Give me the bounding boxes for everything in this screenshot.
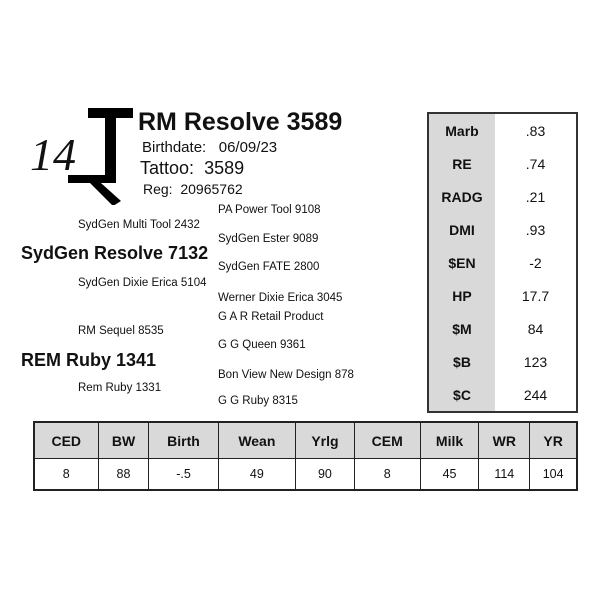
pedigree-sire: SydGen Resolve 7132 [21,243,209,263]
index-value: 123 [523,353,548,370]
index-value: 244 [523,386,548,403]
lot-number: 14 [30,129,76,180]
index-label: Marb [428,113,495,147]
tattoo-value: 3589 [204,158,245,178]
pedigree-ssd: SydGen Ester 9089 [218,233,319,245]
epd-value: 114 [478,458,531,491]
epd-header: Wean [217,421,297,459]
brand-icon [68,108,133,205]
pedigree-dam: REM Ruby 1341 [21,350,157,370]
epd-value: 49 [217,458,297,491]
index-row: $EN -2 [428,246,577,279]
pedigree-dss: G A R Retail Product [218,311,324,323]
index-value: 84 [527,320,544,337]
index-row: $C 244 [428,378,577,412]
pedigree-dsd: G G Queen 9361 [218,339,306,351]
index-value: .74 [525,155,546,172]
pedigree-sds: SydGen FATE 2800 [218,261,320,273]
index-label: $M [428,312,495,345]
tattoo-label: Tattoo: [140,158,195,178]
index-row: Marb .83 [428,113,577,147]
pedigree-dds: Bon View New Design 878 [218,369,354,381]
tattoo: Tattoo: 3589 [140,158,244,179]
epd-value: 90 [295,458,355,491]
index-row: RE .74 [428,147,577,180]
index-row: DMI .93 [428,213,577,246]
index-row: $M 84 [428,312,577,345]
index-value: .93 [525,221,546,238]
pedigree-sire-sire: SydGen Multi Tool 2432 [78,219,200,231]
animal-name: RM Resolve 3589 [138,108,343,136]
index-value: 17.7 [521,287,550,304]
epd-header: Milk [419,421,480,459]
index-row: RADG .21 [428,180,577,213]
index-label: $C [428,378,495,412]
epd-header: YR [529,421,578,459]
pedigree-sss: PA Power Tool 9108 [218,204,321,216]
pedigree-sdd: Werner Dixie Erica 3045 [218,292,343,304]
index-label: RE [428,147,495,180]
index-value: .83 [525,122,546,139]
index-label: $EN [428,246,495,279]
epd-value: 88 [97,458,150,491]
epd-header: CED [33,421,99,459]
birthdate-value: 06/09/23 [218,139,278,156]
index-label: $B [428,345,495,378]
pedigree-dam-sire: RM Sequel 8535 [78,325,164,337]
birthdate: Birthdate: 06/09/23 [142,139,277,156]
index-value: -2 [529,254,542,271]
index-label: DMI [428,213,495,246]
registration: Reg: 20965762 [143,181,243,197]
index-label: RADG [428,180,495,213]
epd-value: 8 [33,458,99,491]
epd-header: CEM [353,421,421,459]
pedigree-sire-dam: SydGen Dixie Erica 5104 [78,277,207,289]
epd-header: BW [97,421,150,459]
epd-header: Yrlg [295,421,355,459]
epd-value: 45 [419,458,480,491]
epd-value: -.5 [148,458,219,491]
epd-value: 8 [353,458,421,491]
reg-label: Reg: [143,181,173,197]
birthdate-label: Birthdate: [142,139,207,156]
pedigree-ddd: G G Ruby 8315 [218,395,298,407]
index-row: $B 123 [428,345,577,378]
index-row: HP 17.7 [428,279,577,312]
epd-header: WR [478,421,531,459]
reg-value: 20965762 [180,181,243,197]
epd-header: Birth [148,421,219,459]
epd-value: 104 [529,458,578,491]
index-value: .21 [525,188,546,205]
index-label: HP [428,279,495,312]
pedigree-dam-dam: Rem Ruby 1331 [78,382,162,394]
